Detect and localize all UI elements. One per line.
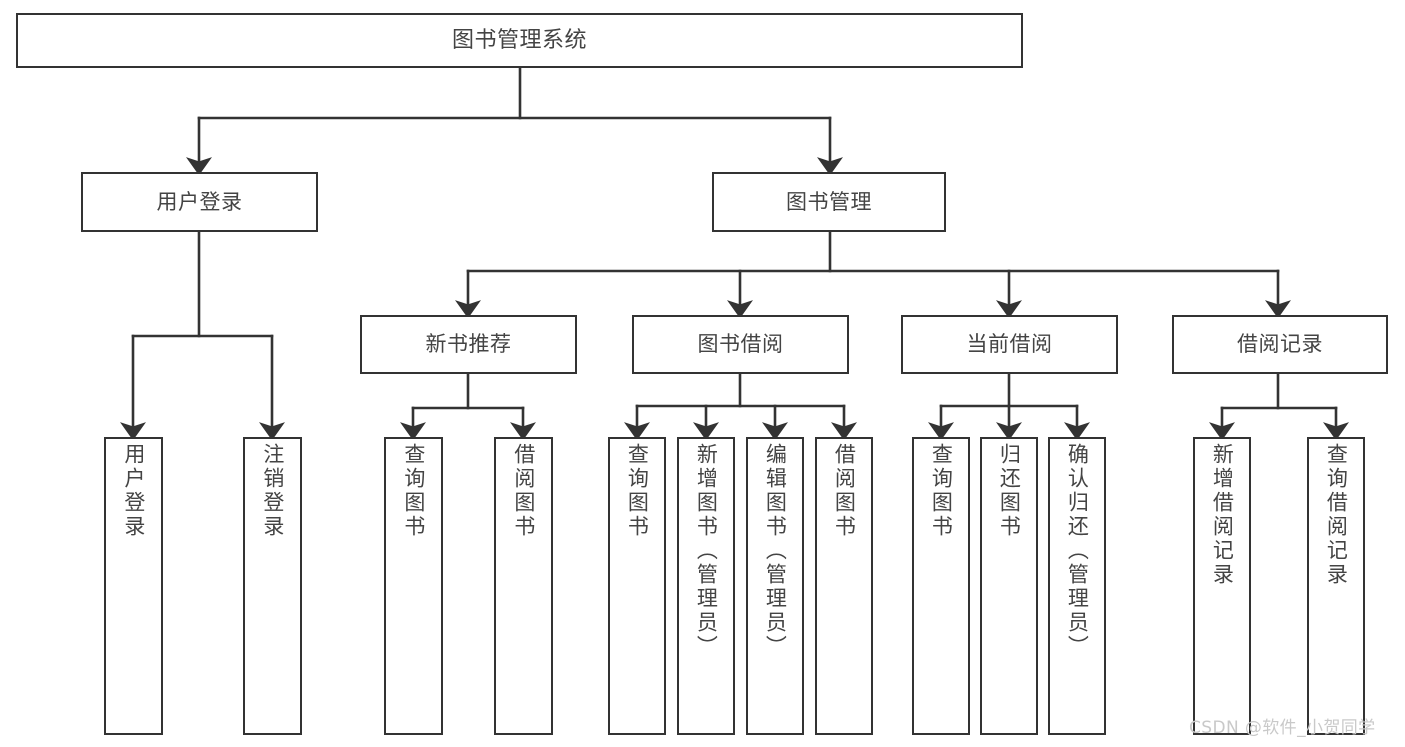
node-root-library-system[interactable]: 图书管理系统 [16, 13, 1023, 68]
node-leaf-query-book-borrow-label: 查询图书 [625, 443, 650, 539]
node-book-management[interactable]: 图书管理 [712, 172, 946, 232]
watermark-text: CSDN @软件_小贺同学 [1189, 718, 1376, 738]
node-user-login-label: 用户登录 [156, 189, 243, 214]
node-leaf-add-book-admin-label: 新增图书（管理员） [694, 443, 719, 659]
node-leaf-confirm-return-admin-label: 确认归还（管理员） [1065, 443, 1090, 659]
node-leaf-query-book-borrow[interactable]: 查询图书 [608, 437, 666, 735]
node-leaf-user-login[interactable]: 用户登录 [104, 437, 163, 735]
node-leaf-logout[interactable]: 注销登录 [243, 437, 302, 735]
node-borrow-record-label: 借阅记录 [1237, 332, 1323, 357]
node-leaf-add-borrow-record-label: 新增借阅记录 [1210, 443, 1235, 587]
node-book-borrow-label: 图书借阅 [697, 332, 784, 357]
node-leaf-confirm-return-admin[interactable]: 确认归还（管理员） [1048, 437, 1106, 735]
node-leaf-user-login-label: 用户登录 [121, 443, 146, 539]
node-leaf-query-book-newbook-label: 查询图书 [401, 443, 426, 539]
node-leaf-query-book-current-label: 查询图书 [929, 443, 954, 539]
node-root-label: 图书管理系统 [451, 27, 587, 53]
node-book-management-label: 图书管理 [786, 189, 872, 214]
node-book-borrow[interactable]: 图书借阅 [632, 315, 849, 374]
node-current-borrow[interactable]: 当前借阅 [901, 315, 1118, 374]
node-leaf-query-borrow-record[interactable]: 查询借阅记录 [1307, 437, 1365, 735]
node-leaf-borrow-book-label: 借阅图书 [832, 443, 857, 539]
node-leaf-borrow-book[interactable]: 借阅图书 [815, 437, 873, 735]
node-leaf-query-book-newbook[interactable]: 查询图书 [384, 437, 443, 735]
node-leaf-logout-label: 注销登录 [260, 443, 285, 539]
node-leaf-return-book-label: 归还图书 [997, 443, 1022, 539]
node-leaf-add-book-admin[interactable]: 新增图书（管理员） [677, 437, 735, 735]
node-new-book-recommend-label: 新书推荐 [425, 332, 512, 357]
node-leaf-query-book-current[interactable]: 查询图书 [912, 437, 970, 735]
node-leaf-edit-book-admin-label: 编辑图书（管理员） [763, 443, 788, 659]
node-new-book-recommend[interactable]: 新书推荐 [360, 315, 577, 374]
node-current-borrow-label: 当前借阅 [966, 332, 1053, 357]
node-leaf-query-borrow-record-label: 查询借阅记录 [1324, 443, 1349, 587]
node-user-login[interactable]: 用户登录 [81, 172, 318, 232]
node-leaf-borrow-book-newbook-label: 借阅图书 [511, 443, 536, 539]
node-borrow-record[interactable]: 借阅记录 [1172, 315, 1388, 374]
node-leaf-borrow-book-newbook[interactable]: 借阅图书 [494, 437, 553, 735]
node-leaf-return-book[interactable]: 归还图书 [980, 437, 1038, 735]
node-leaf-edit-book-admin[interactable]: 编辑图书（管理员） [746, 437, 804, 735]
node-leaf-add-borrow-record[interactable]: 新增借阅记录 [1193, 437, 1251, 735]
